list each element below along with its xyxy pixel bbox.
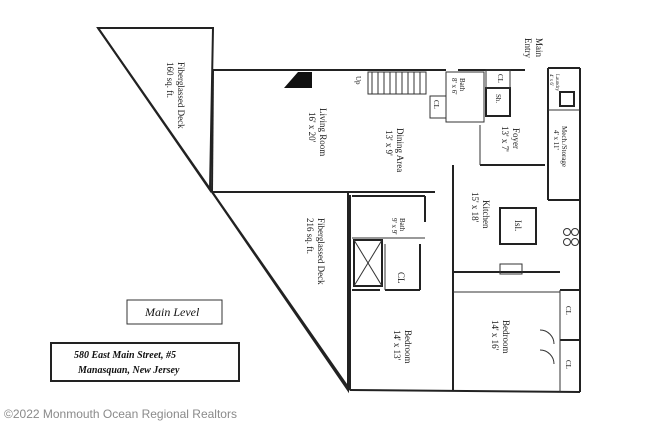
closet3-label: CL	[564, 306, 572, 315]
bedroom2-size: 14' x 16'	[490, 320, 500, 351]
stairs-up-label: Up	[354, 76, 362, 85]
deck-top-size: 160 sq. ft.	[165, 62, 175, 98]
closet-bath1	[429, 95, 447, 119]
fireplace-icon	[284, 72, 312, 88]
copyright-watermark: ©2022 Monmouth Ocean Regional Realtors	[4, 407, 237, 421]
laundry-appliance	[559, 91, 575, 107]
foyer-name: Foyer	[511, 128, 521, 149]
deck-mid-name: Fiberglassed Deck	[316, 218, 326, 285]
address-line-1: 580 East Main Street, #5	[74, 350, 176, 361]
shower-label: Sh.	[494, 94, 502, 103]
door-swing-bedroom2	[539, 349, 555, 365]
mech-storage-size: 4' x 11'	[552, 130, 560, 150]
kitchen-counter	[499, 263, 523, 275]
building-bottom-wall	[349, 389, 581, 393]
diagonal-wall	[97, 27, 351, 391]
stairs	[367, 71, 427, 95]
address-line-2: Manasquan, New Jersey	[77, 365, 180, 376]
dining-area-size: 13' x 9'	[384, 130, 394, 156]
living-room-name: Living Room	[318, 108, 328, 156]
kitchen-island	[499, 207, 537, 245]
bath2-size: 9' x 9'	[390, 218, 398, 235]
deck-mid-size: 216 sq. ft.	[305, 218, 315, 254]
bedroom1-size: 14' x 13'	[392, 330, 402, 361]
dining-area-name: Dining Area	[395, 128, 405, 172]
stove-icon	[563, 228, 579, 246]
bath1-name: Bath	[458, 78, 466, 92]
foyer-size: 13' x 7'	[500, 126, 510, 152]
bath2-name: Bath	[398, 218, 406, 232]
closet4-label: CL	[564, 360, 572, 369]
mech-storage-name: Mech./Storage	[560, 126, 568, 167]
laundry-name: Laundry	[554, 74, 559, 91]
deck-top-name: Fiberglassed Deck	[176, 62, 186, 129]
main-entry-label-2: Entry	[523, 38, 533, 58]
closet-bath1-label: CL	[432, 100, 440, 109]
kitchen-size: 15' x 18'	[470, 192, 480, 223]
island-label: Isl.	[513, 220, 523, 231]
bedroom2-name: Bedroom	[501, 320, 511, 354]
level-title: Main Level	[144, 305, 200, 319]
kitchen-name: Kitchen	[481, 200, 491, 229]
bath1-size: 8' x 6'	[450, 78, 458, 95]
closet1-label: CL	[496, 74, 504, 83]
closet2-label: CL	[396, 272, 406, 284]
address-legend: 580 East Main Street, #5 Manasquan, New …	[50, 342, 240, 382]
laundry-size: 4' x 6'	[548, 74, 553, 86]
elevator-shaft	[353, 239, 383, 287]
living-room-size: 16' x 20'	[307, 112, 317, 143]
door-swing-bedroom1	[539, 329, 555, 345]
left-wall-upper	[211, 69, 214, 193]
main-entry-label-1: Main	[534, 38, 544, 57]
bedroom1-name: Bedroom	[403, 330, 413, 364]
closet1-box	[485, 69, 511, 89]
level-legend: Main Level	[126, 299, 223, 325]
